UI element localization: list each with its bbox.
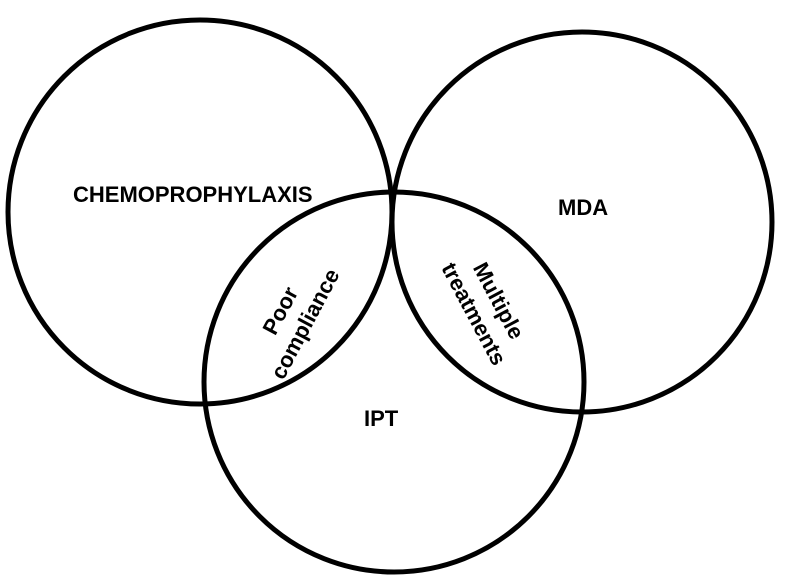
intersection-chemoprophylaxis-ipt: Poor compliance: [258, 265, 345, 384]
label-ipt: IPT: [364, 406, 399, 431]
circle-chemoprophylaxis: [5, 17, 395, 407]
label-chemoprophylaxis: CHEMOPROPHYLAXIS: [73, 182, 313, 207]
intersection-mda-ipt: Multiple treatments: [437, 258, 530, 369]
circle-ipt: [201, 189, 587, 575]
label-mda: MDA: [558, 195, 608, 220]
